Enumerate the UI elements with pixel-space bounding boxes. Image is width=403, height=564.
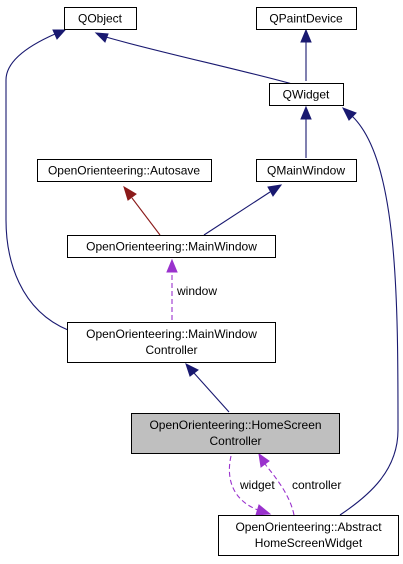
- node-abstract-widget-line1: OpenOrienteering::Abstract: [235, 520, 382, 534]
- node-mainwindow[interactable]: OpenOrienteering::MainWindow: [67, 235, 276, 258]
- arrowhead-abstract-widget: [255, 504, 272, 516]
- node-abstract-homescreen-widget[interactable]: OpenOrienteering::Abstract HomeScreenWid…: [218, 515, 399, 556]
- arrowhead-qwidget-from-qmainwindow: [300, 105, 312, 120]
- arrowhead-autosave: [123, 185, 137, 201]
- edge-homescreen-abstract-widget: [228, 455, 259, 511]
- arrowhead-mainwindow-window: [166, 258, 178, 273]
- node-mainwindow-controller-line2: Controller: [145, 343, 197, 357]
- node-qpaintdevice[interactable]: QPaintDevice: [256, 7, 357, 30]
- node-abstract-widget-line2: HomeScreenWidget: [255, 536, 363, 550]
- node-qobject-label: QObject: [78, 12, 123, 26]
- edge-label-window: window: [176, 284, 217, 298]
- node-autosave[interactable]: OpenOrienteering::Autosave: [37, 159, 212, 182]
- node-autosave-label: OpenOrienteering::Autosave: [48, 164, 200, 178]
- arrowhead-qobject-from-controller: [52, 29, 67, 40]
- arrowhead-qobject-from-qwidget: [94, 32, 109, 43]
- edge-mainwindow-qmainwindow: [203, 191, 271, 236]
- arrowhead-qmainwindow: [267, 184, 283, 197]
- arrowhead-homescreen-controller: [258, 452, 270, 468]
- node-qpaintdevice-label: QPaintDevice: [269, 12, 343, 26]
- arrowhead-qpaintdevice: [300, 28, 312, 43]
- node-homescreen-controller-line1: OpenOrienteering::HomeScreen: [149, 418, 321, 432]
- node-qmainwindow-label: QMainWindow: [267, 164, 345, 178]
- node-qobject[interactable]: QObject: [64, 7, 137, 30]
- edge-homescreen-mainwindowcontroller: [193, 372, 230, 413]
- edge-label-controller: controller: [292, 478, 341, 492]
- arrowhead-mainwindowcontroller: [185, 363, 199, 377]
- node-homescreen-controller[interactable]: OpenOrienteering::HomeScreen Controller: [131, 413, 340, 454]
- edge-controller-qobject: [5, 33, 69, 331]
- edge-label-widget: widget: [239, 478, 275, 492]
- node-qwidget-label: QWidget: [283, 88, 330, 102]
- node-qmainwindow[interactable]: QMainWindow: [256, 159, 357, 182]
- node-homescreen-controller-line2: Controller: [209, 434, 261, 448]
- node-mainwindow-controller-line1: OpenOrienteering::MainWindow: [86, 327, 257, 341]
- edge-abstract-qwidget: [339, 115, 399, 516]
- edge-mainwindow-autosave: [131, 197, 161, 236]
- node-qwidget[interactable]: QWidget: [269, 83, 344, 106]
- edge-qwidget-qobject: [105, 36, 293, 85]
- node-mainwindow-label: OpenOrienteering::MainWindow: [86, 240, 257, 254]
- arrowhead-qwidget-from-abstract: [341, 107, 357, 121]
- node-mainwindow-controller[interactable]: OpenOrienteering::MainWindow Controller: [67, 322, 276, 363]
